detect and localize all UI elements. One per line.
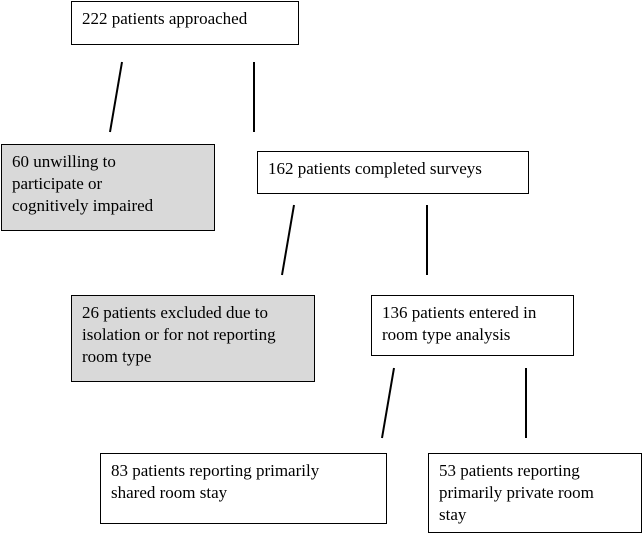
box-patients-approached-line: 222 patients approached [82, 9, 248, 28]
box-patients-room-type-analysis: 136 patients entered in room type analys… [371, 295, 574, 356]
box-unwilling-line: participate or [12, 174, 103, 193]
box-shared-line: 83 patients reporting primarily [111, 461, 320, 480]
box-unwilling-line: 60 unwilling to [12, 152, 116, 171]
box-private-line: stay [439, 505, 467, 524]
connector-completed-to-excluded [281, 204, 295, 276]
box-excluded-line: room type [82, 347, 152, 366]
box-unwilling-or-impaired: 60 unwilling to participate or cognitive… [1, 144, 215, 231]
box-patients-approached: 222 patients approached [71, 1, 299, 45]
connector-entered-to-shared [381, 367, 395, 439]
box-patients-excluded: 26 patients excluded due to isolation or… [71, 295, 315, 382]
box-patients-completed-surveys: 162 patients completed surveys [257, 151, 529, 194]
box-patients-private-room: 53 patients reporting primarily private … [428, 453, 642, 533]
box-unwilling-line: cognitively impaired [12, 196, 154, 215]
box-private-line: 53 patients reporting [439, 461, 580, 480]
box-excluded-line: 26 patients excluded due to [82, 303, 269, 322]
box-excluded-line: isolation or for not reporting [82, 325, 276, 344]
connector-approached-to-unwilling [109, 61, 123, 133]
box-patients-shared-room: 83 patients reporting primarily shared r… [100, 453, 387, 524]
box-private-line: primarily private room [439, 483, 594, 502]
box-entered-line: 136 patients entered in [382, 303, 537, 322]
box-completed-line: 162 patients completed surveys [268, 159, 482, 178]
box-shared-line: shared room stay [111, 483, 228, 502]
box-entered-line: room type analysis [382, 325, 511, 344]
